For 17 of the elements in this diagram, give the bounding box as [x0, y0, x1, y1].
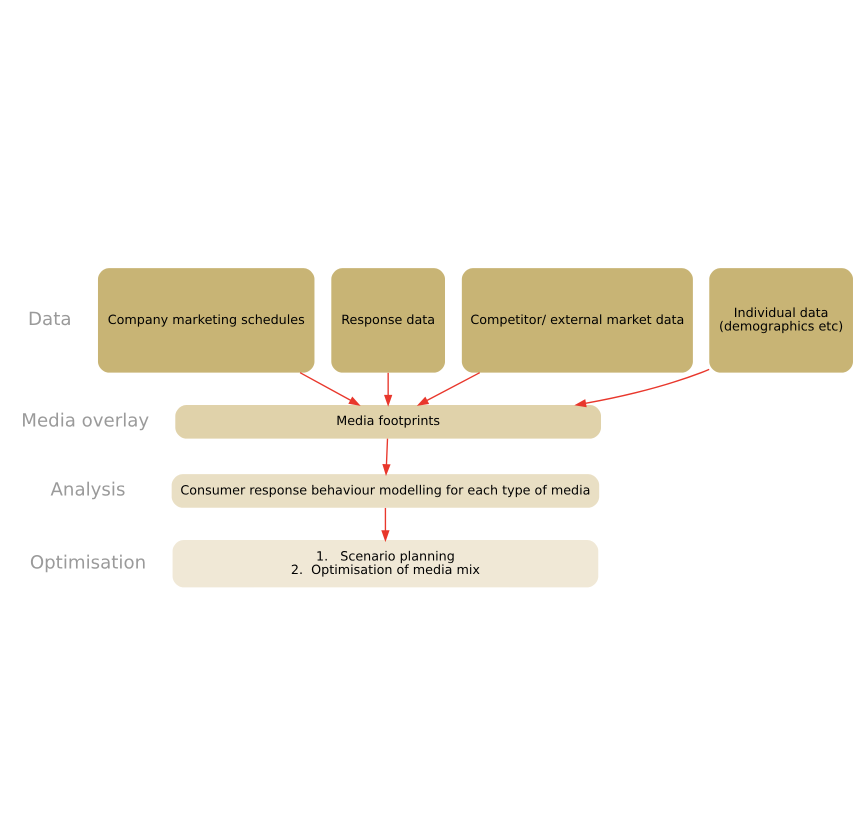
node-box: Individual data (demographics etc) — [709, 268, 853, 373]
label: Media overlay — [21, 410, 150, 432]
node-box: Consumer response behaviour modelling for each type of media — [172, 474, 600, 508]
arrow — [384, 372, 392, 407]
node-box: 1. Scenario planning 2. Optimisation of media mix — [172, 540, 598, 588]
arrow — [300, 372, 361, 406]
arrow — [381, 508, 390, 542]
label: Analysis — [50, 479, 126, 500]
arrow — [382, 438, 391, 476]
label: Optimisation — [30, 552, 146, 574]
arrow — [574, 368, 710, 408]
label: Data — [28, 308, 72, 330]
node-box: Media footprints — [175, 404, 602, 439]
node-box: Company marketing schedules — [98, 268, 314, 373]
arrow — [416, 372, 480, 406]
node-box: Competitor/ external market data — [462, 268, 693, 373]
node-box: Response data — [331, 268, 445, 373]
